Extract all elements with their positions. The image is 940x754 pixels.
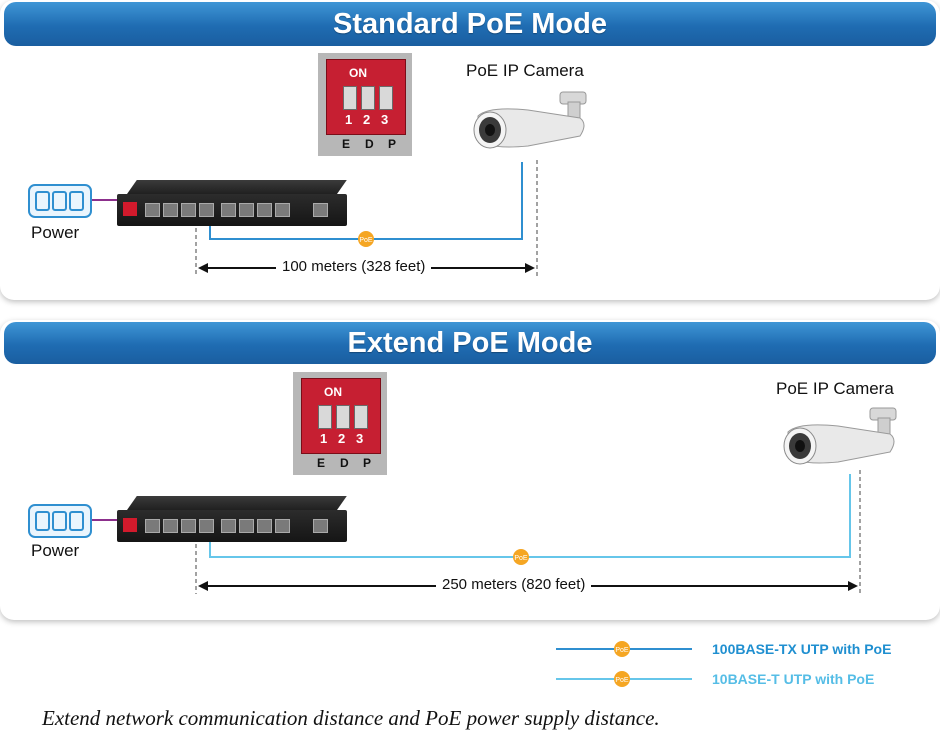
- dip-number-3: 3: [356, 431, 364, 446]
- switch-port: [239, 203, 254, 217]
- dip-toggle-1: [318, 405, 332, 429]
- switch-port: [199, 203, 214, 217]
- dip-number-2: 2: [363, 112, 371, 127]
- poe-badge-icon: [358, 231, 374, 247]
- arrowhead-right: [525, 263, 535, 273]
- switch-port: [257, 519, 272, 533]
- dip-number-3: 3: [381, 112, 389, 127]
- legend-label-100base-tx: 100BASE-TX UTP with PoE: [712, 641, 892, 657]
- caption: Extend network communication distance an…: [42, 706, 660, 730]
- dip-number-1: 1: [345, 112, 353, 127]
- switch-uplink-port: [313, 519, 328, 533]
- dip-letter-p: P: [388, 137, 397, 151]
- switch-port: [199, 519, 214, 533]
- dip-switch-closeup: ON 1 2 3 E D P: [293, 372, 387, 475]
- switch-port: [221, 203, 236, 217]
- camera-label: PoE IP Camera: [466, 61, 584, 80]
- legend-label-10base-t: 10BASE-T UTP with PoE: [712, 671, 875, 687]
- poe-badge-icon: [614, 641, 630, 657]
- dip-letter-d: D: [340, 456, 349, 470]
- extend-mode-title: Extend PoE Mode: [4, 322, 936, 364]
- poe-switch-device: [117, 180, 347, 228]
- power-label: Power: [31, 541, 80, 560]
- legend-tag-2: PoE: [615, 677, 629, 684]
- dip-toggle-3: [354, 405, 368, 429]
- standard-connection-lines: PoE: [92, 160, 538, 276]
- switch-port: [257, 203, 272, 217]
- switch-port: [181, 203, 196, 217]
- poe-badge-text: PoE: [359, 237, 373, 244]
- dip-letter-p: P: [363, 456, 372, 470]
- distance-label: 100 meters (328 feet): [276, 258, 432, 275]
- camera-label: PoE IP Camera: [776, 379, 894, 398]
- dip-switch-closeup: ON 1 2 3 E D P: [318, 53, 412, 156]
- switch-port: [181, 519, 196, 533]
- distance-label: 250 meters (820 feet): [436, 576, 592, 593]
- poe-badge-icon: [513, 549, 529, 565]
- legend-tag-1: PoE: [615, 647, 629, 654]
- utp-cable-100base-tx: [209, 162, 523, 240]
- dip-letter-e: E: [317, 456, 326, 470]
- switch-port: [145, 519, 160, 533]
- switch-port: [221, 519, 236, 533]
- dip-toggle-1: [343, 86, 357, 110]
- power-outlet-icon: [28, 184, 92, 218]
- dip-number-1: 1: [320, 431, 328, 446]
- switch-port: [145, 203, 160, 217]
- dip-letter-e: E: [342, 137, 351, 151]
- dip-on-label: ON: [349, 66, 367, 80]
- dip-number-2: 2: [338, 431, 346, 446]
- legend-swatches: PoE PoE: [556, 641, 692, 687]
- switch-uplink-port: [313, 203, 328, 217]
- arrowhead-right: [848, 581, 858, 591]
- ip-camera-icon: [473, 91, 587, 149]
- switch-port: [163, 519, 178, 533]
- switch-port: [275, 203, 290, 217]
- extend-connection-lines: PoE: [92, 470, 861, 594]
- dip-on-label: ON: [324, 385, 342, 399]
- standard-poe-panel: Standard PoE Mode ON 1 2 3 E D P PoE IP …: [0, 0, 940, 300]
- arrowhead-left: [198, 263, 208, 273]
- extend-poe-panel: Extend PoE Mode ON 1 2 3 E D P PoE IP Ca…: [0, 320, 940, 620]
- switch-front-panel: [117, 510, 347, 542]
- switch-dip-indicator: [123, 518, 137, 532]
- switch-port: [275, 519, 290, 533]
- poe-badge-icon: [614, 671, 630, 687]
- switch-port: [239, 519, 254, 533]
- poe-switch-device: [117, 496, 347, 544]
- dip-toggle-2: [361, 86, 375, 110]
- standard-mode-title: Standard PoE Mode: [4, 2, 936, 46]
- dip-switch-body: ON 1 2 3: [326, 59, 406, 135]
- switch-dip-indicator: [123, 202, 137, 216]
- utp-cable-10base-t: [209, 474, 851, 558]
- dip-toggle-2: [336, 405, 350, 429]
- dip-toggle-3: [379, 86, 393, 110]
- power-outlet-icon: [28, 504, 92, 538]
- ip-camera-icon: [783, 407, 897, 465]
- power-label: Power: [31, 223, 80, 242]
- switch-front-panel: [117, 194, 347, 226]
- dip-switch-body: ON 1 2 3: [301, 378, 381, 454]
- poe-badge-text: PoE: [514, 555, 528, 562]
- dip-letter-d: D: [365, 137, 374, 151]
- arrowhead-left: [198, 581, 208, 591]
- switch-port: [163, 203, 178, 217]
